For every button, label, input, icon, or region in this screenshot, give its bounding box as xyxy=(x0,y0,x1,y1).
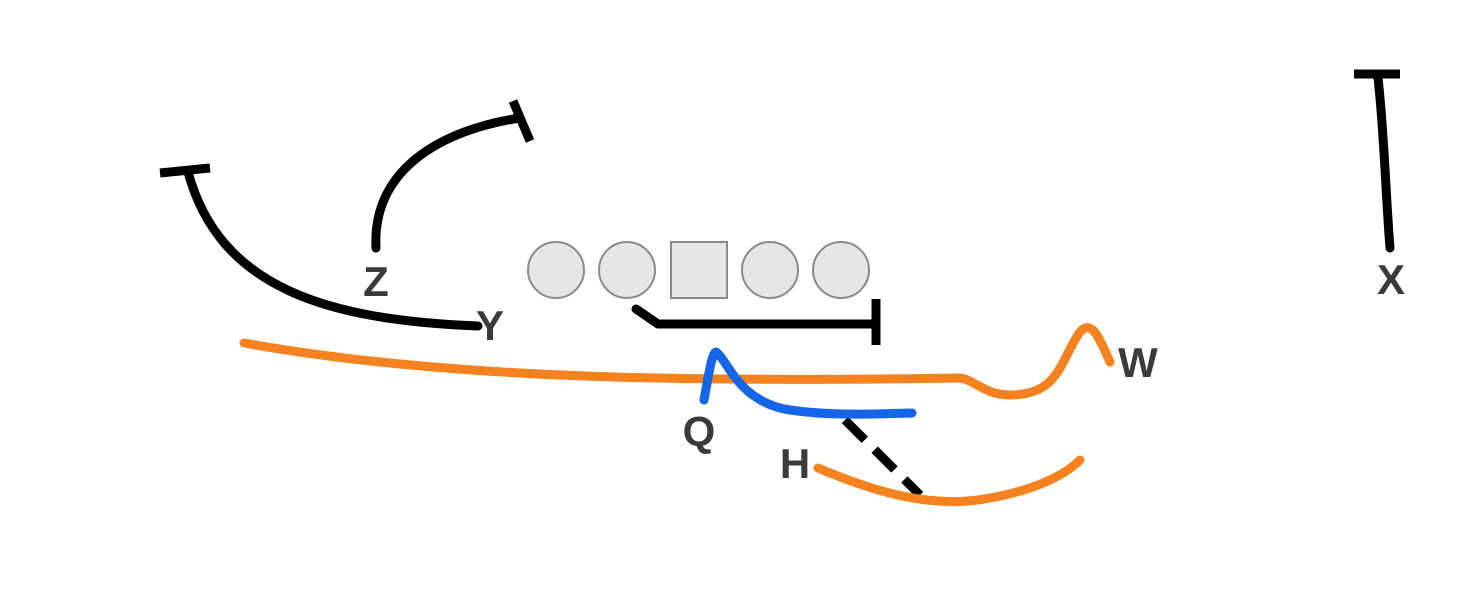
player-label-h: H xyxy=(780,440,810,487)
z-route-block-cap xyxy=(508,99,535,143)
player-label-q: Q xyxy=(683,408,716,455)
lineman-right-guard xyxy=(741,241,799,299)
q-route xyxy=(699,347,917,419)
player-label-x: X xyxy=(1377,256,1405,303)
player-labels: Z Y Q H W X xyxy=(363,256,1405,487)
h-dashed-assignment xyxy=(841,416,924,499)
player-label-y: Y xyxy=(476,302,504,349)
pull-block-route xyxy=(631,304,877,329)
lineman-center xyxy=(670,241,728,299)
w-route xyxy=(239,323,1115,400)
z-route xyxy=(371,113,525,253)
x-route xyxy=(1373,73,1395,253)
y-route-block-cap xyxy=(159,163,211,178)
lineman-right-tackle xyxy=(812,241,870,299)
lineman-left-guard xyxy=(598,241,656,299)
block-routes xyxy=(159,69,1400,499)
offensive-line xyxy=(527,241,870,299)
blue-routes xyxy=(699,347,917,419)
player-label-w: W xyxy=(1118,339,1158,386)
h-route xyxy=(813,455,1085,507)
lineman-left-tackle xyxy=(527,241,585,299)
orange-routes xyxy=(239,323,1115,507)
player-label-z: Z xyxy=(363,258,389,305)
y-route xyxy=(183,167,483,331)
